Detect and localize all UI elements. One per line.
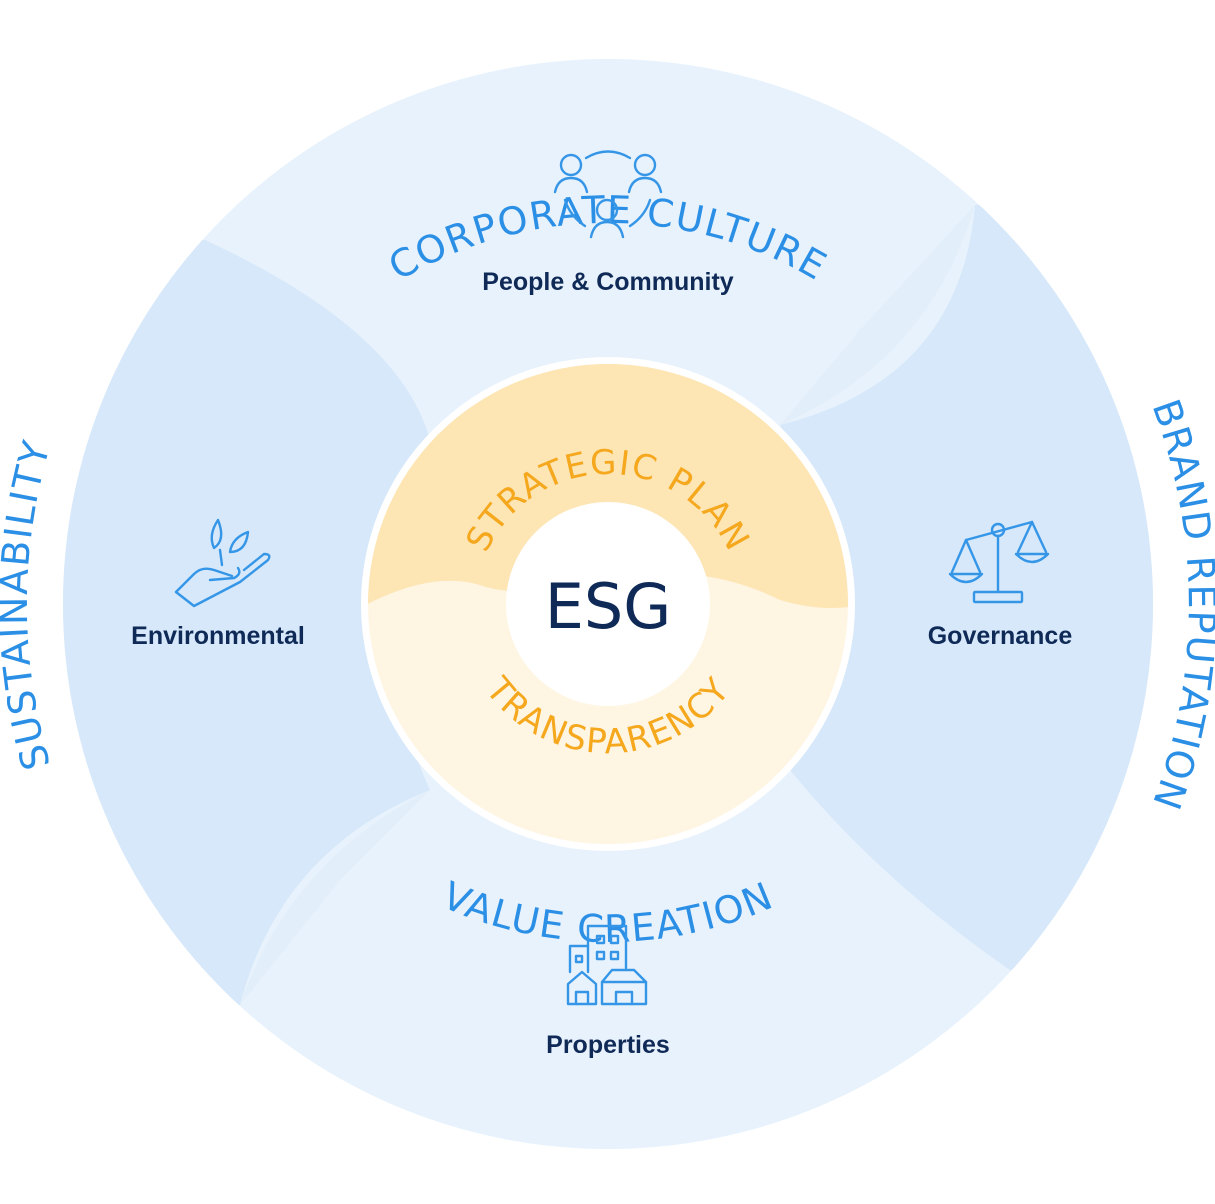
center-circle: [506, 502, 710, 706]
pillar-label-people: People & Community: [482, 268, 734, 296]
outer-label-left: SUSTAINABILITY: [0, 435, 59, 774]
people-community-icon: [553, 150, 663, 239]
pillar-label-environmental: Environmental: [131, 622, 305, 650]
outer-label-right-text: BRAND REPUTATION: [1144, 394, 1215, 817]
inner-ring-top: [368, 364, 848, 608]
segment-top-crease: [780, 205, 975, 425]
inner-ring: [361, 357, 855, 851]
segment-left: [63, 240, 430, 1005]
outer-label-left-text: SUSTAINABILITY: [0, 435, 57, 774]
hand-plant-icon: [174, 518, 271, 608]
pillar-label-governance: Governance: [928, 622, 1073, 650]
pillar-label-properties: Properties: [546, 1031, 670, 1059]
center-label: ESG: [545, 570, 672, 643]
outer-label-right: BRAND REPUTATION: [1144, 394, 1215, 817]
buildings-icon: [566, 924, 648, 1006]
segment-right: [780, 205, 1153, 970]
scales-icon: [948, 520, 1050, 604]
